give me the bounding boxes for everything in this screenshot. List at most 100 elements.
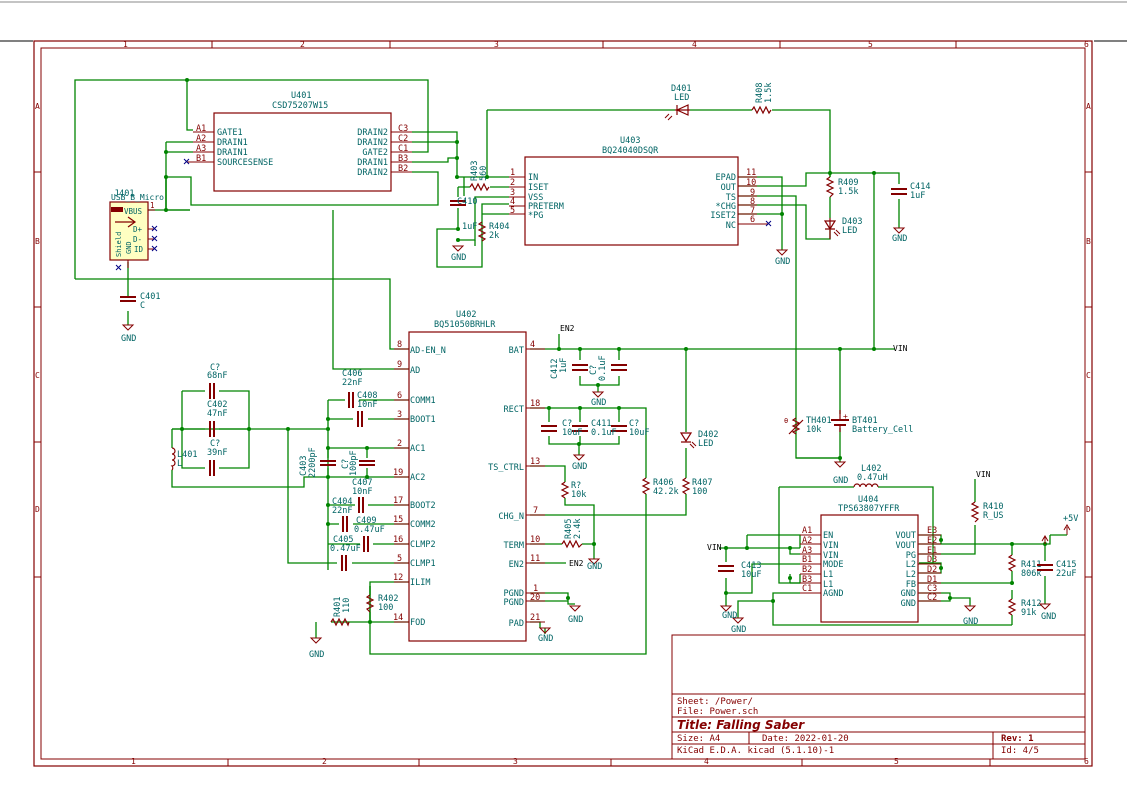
col-label-bottom: 3 (513, 757, 518, 766)
r403-resistor[interactable] (469, 182, 490, 192)
gnd-label: GND (892, 234, 907, 244)
u403-symbol[interactable] (509, 156, 772, 246)
r404-resistor[interactable] (477, 221, 487, 242)
c-100pf-value: 100pF (349, 450, 359, 476)
r-10k-value: 10k (571, 490, 586, 500)
r409-resistor[interactable] (825, 176, 835, 198)
pin-name: MODE (823, 560, 843, 570)
col-label-top: 2 (300, 40, 305, 49)
bat-capacitors[interactable] (572, 364, 627, 371)
pin-number: 1 (510, 168, 515, 178)
c-10uf-b-ref: C? (629, 419, 639, 429)
pin-name: TS (726, 193, 736, 203)
r401-resistor[interactable] (330, 617, 350, 627)
c-39nf-ref: C? (210, 439, 220, 449)
r402-resistor[interactable] (365, 594, 375, 613)
c-0.1uf-ref: C? (589, 365, 599, 375)
d402-led[interactable] (679, 432, 697, 449)
pin-number: 3 (397, 410, 402, 420)
pin-name: AC2 (410, 473, 425, 483)
gnd-symbols (121, 227, 1052, 644)
bt401-ref: BT401 (852, 416, 878, 426)
u402-ref: U402 (456, 310, 476, 320)
r407-value: 100 (692, 487, 707, 497)
c413-capacitor[interactable] (718, 565, 734, 572)
r404-ref: R404 (489, 222, 509, 232)
d403-value: LED (842, 226, 857, 236)
c414-capacitor[interactable] (891, 188, 907, 195)
l402-inductor[interactable] (853, 483, 879, 488)
r405-ref: R405 (564, 519, 574, 539)
c415-value: 22uF (1056, 569, 1076, 579)
pin-number: C2 (927, 593, 937, 603)
u401-pins: A1 A2 A3 B1 GATE1 DRAIN1 DRAIN1 SOURCESE… (196, 124, 408, 178)
r-10k-ref: R? (571, 481, 581, 491)
resonant-capacitors[interactable] (209, 383, 215, 476)
c403-ref: C403 (299, 456, 309, 476)
pin-name: AGND (823, 589, 843, 599)
u402-symbol[interactable] (394, 331, 545, 642)
pin-name: AD (410, 366, 420, 376)
paper-size: Size: A4 (677, 734, 720, 744)
revision: Rev: 1 (1001, 734, 1034, 744)
bt401-battery[interactable]: + (831, 410, 849, 432)
l401-inductor[interactable] (170, 447, 176, 471)
c410-ref: C410 (457, 197, 477, 207)
pin-number: C3 (927, 584, 937, 594)
pin-name: L1 (823, 580, 833, 590)
c415-ref: C415 (1056, 560, 1076, 570)
gnd-label: GND (568, 615, 583, 625)
pin-name: PGND (504, 598, 524, 608)
row-label-left: A (35, 102, 40, 111)
u401-symbol[interactable] (183, 112, 412, 192)
c401-capacitor[interactable] (120, 296, 136, 302)
r401-ref: R401 (333, 597, 343, 617)
c401-value: C (140, 301, 145, 311)
pin-name: EN (823, 531, 833, 541)
gnd-label: GND (572, 462, 587, 472)
pin-number: 20 (530, 593, 540, 603)
col-label-bottom: 4 (704, 757, 709, 766)
pin-name: *PG (528, 211, 543, 221)
pin-name: VIN (823, 551, 838, 561)
pin-name: ILIM (410, 578, 430, 588)
row-label-right: C (1086, 371, 1091, 380)
u404-symbol[interactable] (800, 514, 941, 623)
c401-ref: C401 (140, 292, 160, 302)
r408-resistor[interactable] (751, 105, 772, 115)
net-label-5v: +5V (1063, 514, 1078, 524)
pin-name: PRETERM (528, 202, 564, 212)
pin-number: D2 (927, 565, 937, 575)
pin-name: COMM2 (410, 520, 436, 530)
d401-led[interactable] (664, 104, 690, 121)
r411-ref: R411 (1021, 560, 1041, 570)
pin-name: D- (133, 235, 142, 244)
gnd-label: GND (538, 634, 553, 644)
col-label-top: 1 (123, 40, 128, 49)
pin-number: B1 (196, 154, 206, 164)
c415-capacitor[interactable] (1037, 564, 1053, 571)
u402-left-capacitors[interactable] (320, 392, 375, 571)
j401-usb-connector[interactable] (109, 201, 158, 271)
pin-number: 2 (510, 178, 515, 188)
l401-value: L (177, 459, 182, 469)
bt401-value: Battery_Cell (852, 425, 913, 435)
c411-ref: C411 (591, 419, 611, 429)
ts-resistors[interactable] (560, 477, 691, 549)
svg-text:+: + (843, 412, 848, 421)
pin-number: 5 (510, 206, 515, 216)
th401-thermistor[interactable]: θ (784, 417, 804, 435)
output-resistors[interactable] (970, 501, 1017, 616)
pin-name: GATE1 (217, 128, 243, 138)
pin-name: ID (134, 245, 144, 254)
rect-capacitors[interactable] (541, 425, 627, 432)
d403-led[interactable] (823, 218, 841, 239)
power-arrow-icon (1063, 524, 1071, 535)
c413-value: 10uF (741, 570, 761, 580)
gnd-label: GND (587, 562, 602, 572)
pin-number: 3 (510, 188, 515, 198)
pin-number: D3 (927, 555, 937, 565)
c410-capacitor[interactable] (450, 200, 466, 206)
net-label-vin: VIN (976, 470, 991, 479)
